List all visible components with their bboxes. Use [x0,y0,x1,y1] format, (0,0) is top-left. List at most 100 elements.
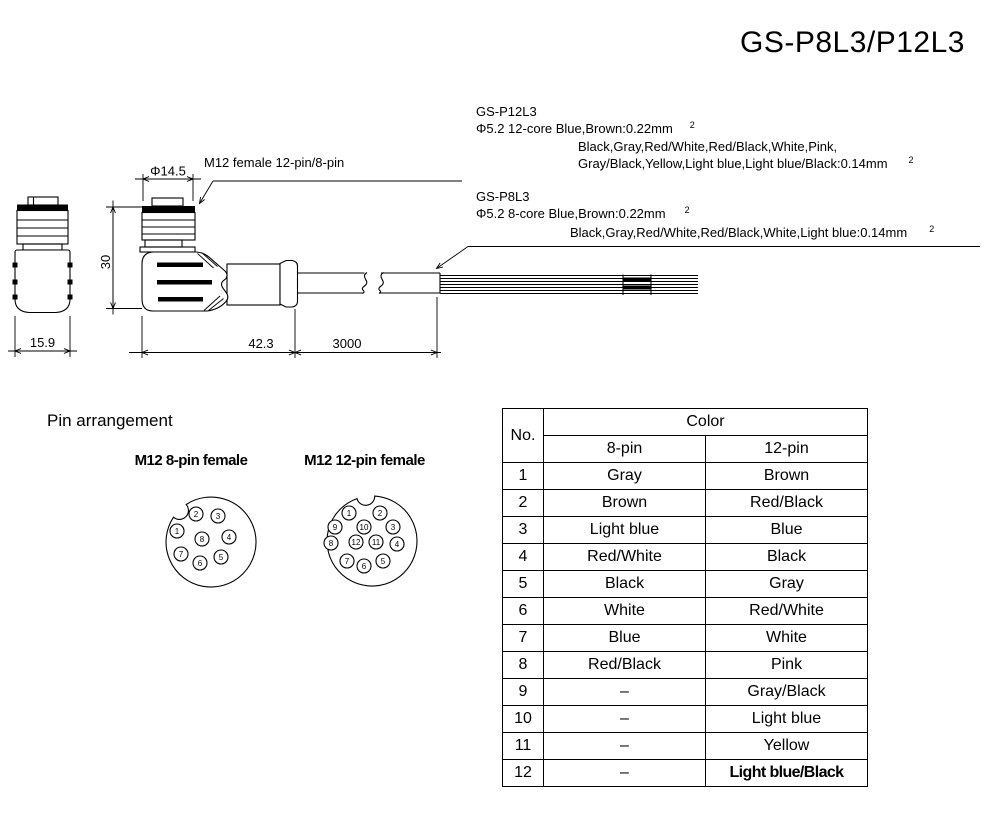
table-row: 9–Gray/Black [502,678,868,706]
pin-10: 10 [356,519,372,535]
pin-1: 1 [169,523,185,539]
cell-12pin: White [705,624,868,652]
cell-8pin: Light blue [543,516,706,544]
p8l3-spec-line2: Black,Gray,Red/White,Red/Black,White,Lig… [570,224,935,242]
pin-7: 7 [339,553,355,569]
pin-4: 4 [221,529,237,545]
pin-2: 2 [372,505,388,521]
m12-12pin-face: 1 2 3 4 5 6 7 8 9 10 11 12 [323,495,418,587]
svg-text:4: 4 [395,540,400,549]
stripped-wires [440,274,698,295]
break-symbol [378,272,384,294]
p12l3-spec-line2: Black,Gray,Red/White,Red/Black,White,Pin… [578,139,838,154]
cable-boot [226,263,281,306]
pin-9: 9 [327,519,343,535]
connector-front-view [12,196,73,314]
p8l3-spec-line1: Φ5.2 8-core Blue,Brown:0.22mm 2 [476,205,690,223]
dimension-front-width: 15.9 [8,316,77,357]
p12l3-color-list: Gray/Black,Yellow,Light blue,Light blue/… [578,156,888,171]
cell-8pin: – [543,705,706,733]
connector-callout-leader [200,180,462,204]
cell-no: 4 [502,543,544,571]
pin-4: 4 [389,536,405,552]
svg-text:7: 7 [179,550,184,559]
header-12pin: 12-pin [705,435,868,463]
superscript-2: 2 [908,155,914,165]
superscript-2: 2 [689,120,695,130]
cell-12pin: Red/White [705,597,868,625]
superscript-2: 2 [929,224,935,234]
cell-8pin: Brown [543,489,706,517]
m12-8pin-face: 1 2 3 4 5 6 7 8 [165,496,257,588]
pin-3: 3 [210,508,226,524]
cell-12pin: Brown [705,462,868,490]
p12l3-model-label: GS-P12L3 [476,104,537,119]
p8l3-model-label: GS-P8L3 [476,189,530,204]
cell-no: 7 [502,624,544,652]
svg-text:5: 5 [381,557,386,566]
connector-callout-label: M12 female 12-pin/8-pin [204,155,345,170]
table-row: 11–Yellow [502,732,868,760]
p8l3-color-list: Black,Gray,Red/White,Red/Black,White,Lig… [570,225,908,240]
cell-no: 10 [502,705,544,733]
cell-12pin: Red/Black [705,489,868,517]
header-8pin: 8-pin [543,435,706,463]
table-row: 10–Light blue [502,705,868,733]
dim-body-length-text: 42.3 [248,336,273,351]
p12l3-core-spec: Φ5.2 12-core Blue,Brown:0.22mm [476,121,673,136]
break-symbol [361,272,368,294]
superscript-2: 2 [684,205,690,215]
cell-8pin: Blue [543,624,706,652]
technical-drawing: 15.9 [8,164,980,358]
cell-8pin: Red/White [543,543,706,571]
pin-arrangement-diagrams: 1 2 3 4 5 6 7 8 1 2 3 4 5 6 7 8 9 10 11 … [165,495,418,588]
pin-5: 5 [213,549,229,565]
cell-8pin: – [543,678,706,706]
svg-text:11: 11 [372,538,381,547]
pin-12: 12 [348,534,364,550]
pin-8: 8 [194,531,210,547]
cell-12pin: Yellow [705,732,868,760]
svg-text:12: 12 [352,538,361,547]
cell-12pin: Gray/Black [705,678,868,706]
svg-text:1: 1 [347,509,352,518]
cell-12pin: Pink [705,651,868,679]
p8l3-core-spec: Φ5.2 8-core Blue,Brown:0.22mm [476,206,666,221]
cell-no: 12 [502,759,544,787]
table-header-row: No. Color [502,408,868,463]
dim-cable-length-text: 3000 [333,336,362,351]
cell-12pin: Blue [705,516,868,544]
pin-11: 11 [368,534,384,550]
cell-no: 1 [502,462,544,490]
cell-no: 5 [502,570,544,598]
dimension-body-and-cable-length: 42.3 3000 [129,297,441,358]
connector-face-outline [165,496,257,588]
pin-6: 6 [356,558,372,574]
svg-text:1: 1 [175,527,180,536]
svg-text:2: 2 [194,510,199,519]
pin-2: 2 [188,506,204,522]
svg-text:3: 3 [216,512,221,521]
pin-arrangement-heading: Pin arrangement [47,411,173,430]
cell-no: 11 [502,732,544,760]
pin-7: 7 [173,546,189,562]
header-no: No. [502,408,544,463]
dim-diameter-text: Φ14.5 [150,164,186,179]
cable-callout-leader [437,246,980,269]
svg-text:10: 10 [360,523,369,532]
svg-text:5: 5 [219,553,224,562]
m12-12pin-label: M12 12-pin female [304,452,425,469]
cell-no: 6 [502,597,544,625]
connector-side-view [139,197,299,312]
dim-front-width-text: 15.9 [30,335,55,350]
svg-text:7: 7 [345,557,350,566]
m12-8pin-label: M12 8-pin female [134,452,248,469]
svg-text:6: 6 [362,562,367,571]
pin-1: 1 [341,505,357,521]
